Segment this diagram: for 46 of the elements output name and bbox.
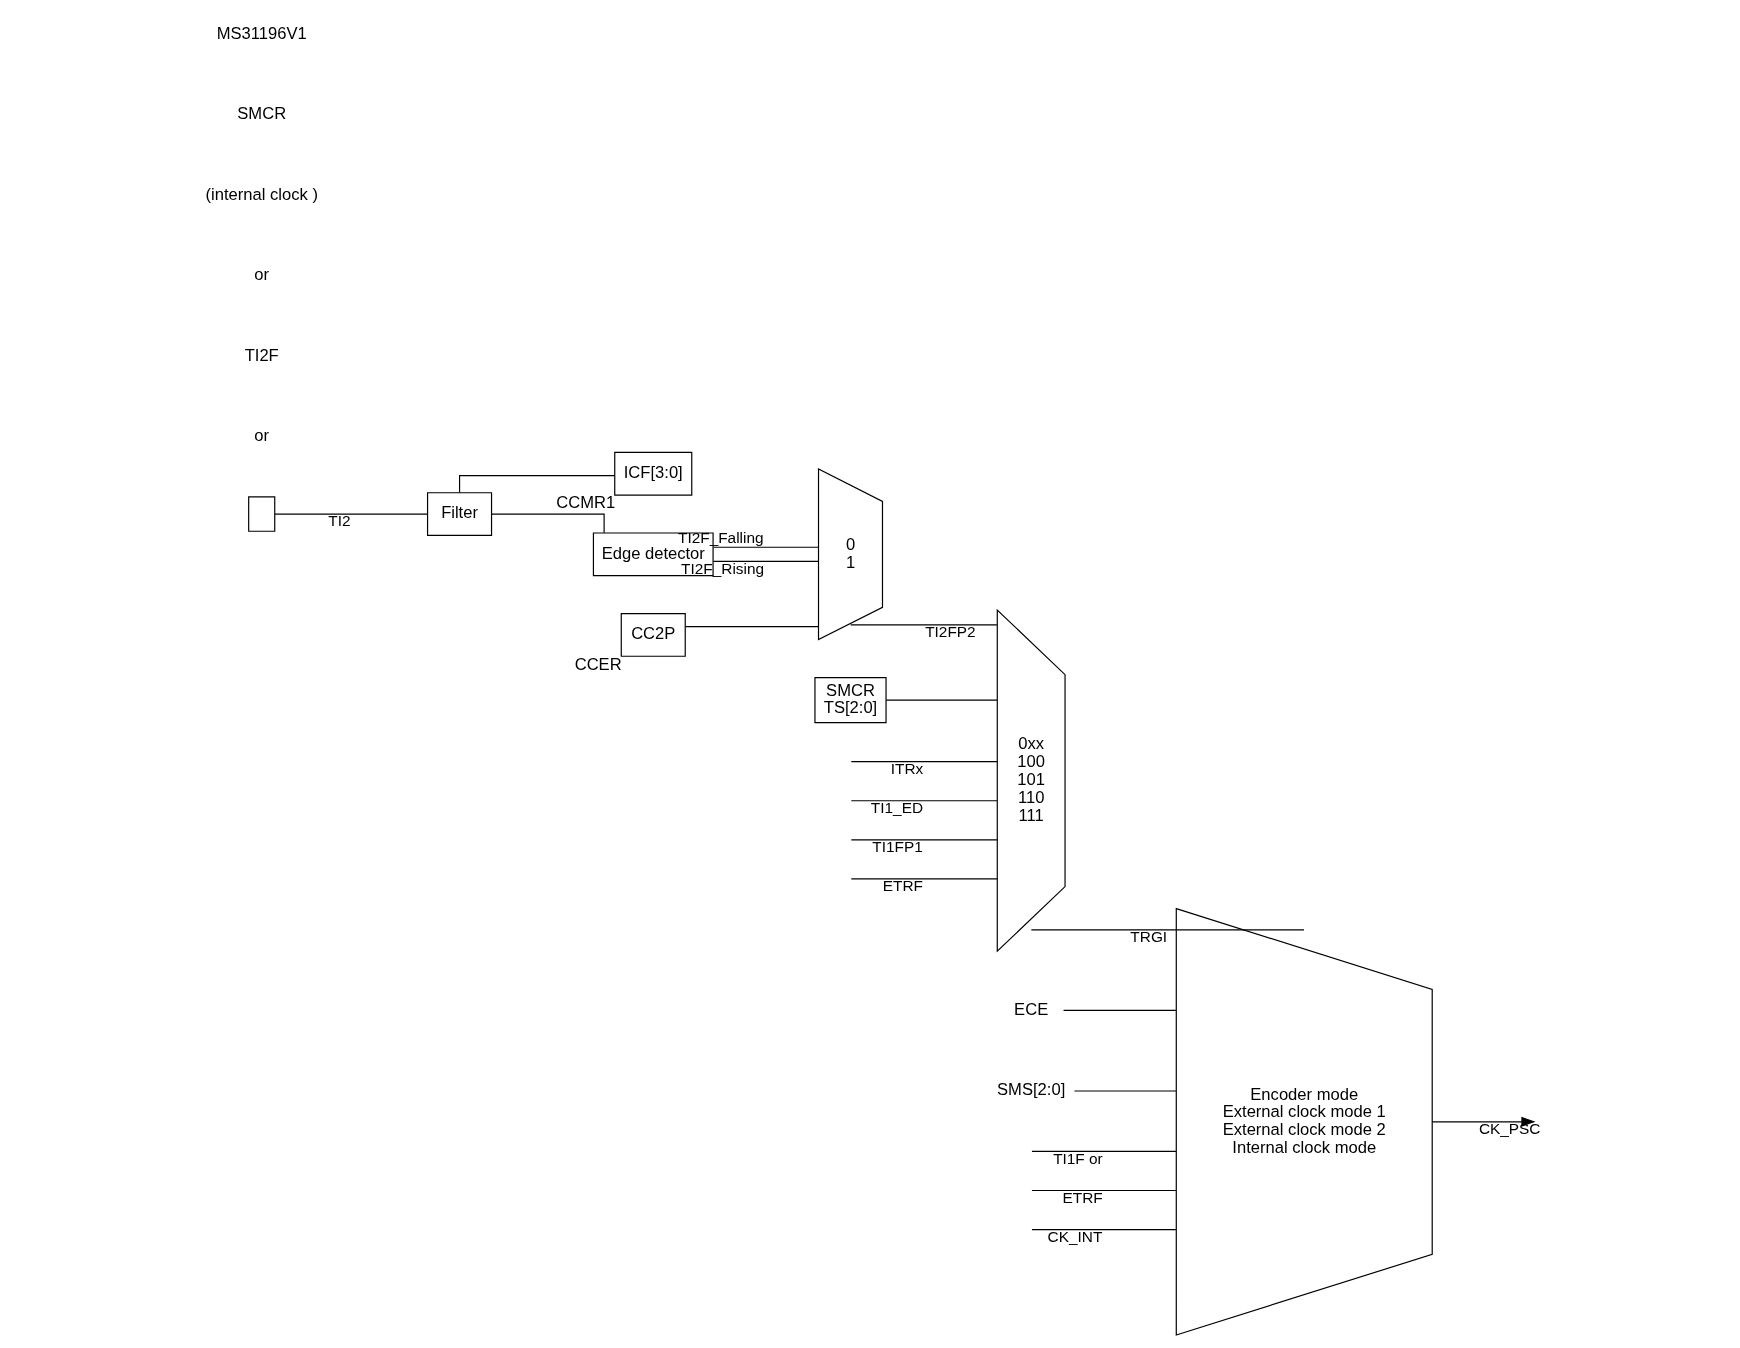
- connector: [1031, 1229, 1177, 1231]
- connector: [850, 761, 998, 763]
- node-box: Encoder mode External clock mode 1 External clock mode 2 Internal clock mode: [1175, 907, 1433, 1336]
- edge-label: TI1F or: [1053, 1149, 1103, 1167]
- node-box: SMCR TS[2:0]: [814, 676, 887, 724]
- node-box: 0 1: [817, 468, 884, 641]
- node-label: CCMR1: [556, 493, 616, 513]
- connector: [684, 626, 819, 628]
- edge-label: ITRx: [890, 759, 924, 777]
- node-box: ICF[3:0]: [614, 451, 693, 496]
- connector: [850, 839, 998, 841]
- label: MS31196V1: [216, 23, 307, 43]
- connector: [712, 546, 819, 548]
- arrow: [1431, 1116, 1536, 1127]
- node-text: SMS[2:0]: [997, 1080, 1066, 1100]
- label: or: [254, 426, 270, 446]
- node-label: CCER: [574, 654, 622, 674]
- label: (internal clock ): [205, 184, 318, 204]
- connector: [459, 475, 616, 494]
- edge-label: CK_PSC: [1478, 1120, 1541, 1138]
- edge-label: ETRF: [882, 877, 923, 895]
- node-text: ECE: [1014, 999, 1049, 1019]
- node-box: CC2P: [620, 613, 686, 657]
- edge-label: TI2: [328, 512, 351, 530]
- connector: [274, 513, 429, 515]
- label: or: [254, 265, 270, 285]
- edge-label: ETRF: [1062, 1188, 1103, 1206]
- connector: [1030, 929, 1305, 931]
- edge-label: TI1_ED: [870, 799, 924, 817]
- connector: [885, 699, 998, 701]
- edge-label: TI1FP1: [872, 838, 923, 856]
- node-box: [248, 496, 276, 532]
- node-box: Filter: [427, 492, 493, 536]
- edge-label: CK_INT: [1047, 1227, 1103, 1245]
- connector: [1031, 1189, 1177, 1192]
- label: SMCR: [237, 104, 287, 124]
- edge-label: TI2FP2: [925, 623, 976, 641]
- connector: [1063, 1009, 1177, 1012]
- node-box: 0xx 100 101 110 111: [996, 608, 1066, 953]
- connector: [850, 878, 998, 880]
- edge-label: TRGI: [1130, 928, 1168, 946]
- connector: [1073, 1090, 1177, 1092]
- label: TI2F: [244, 345, 279, 365]
- connector: [1031, 1150, 1177, 1152]
- connector: [850, 624, 998, 626]
- connector: [850, 800, 998, 802]
